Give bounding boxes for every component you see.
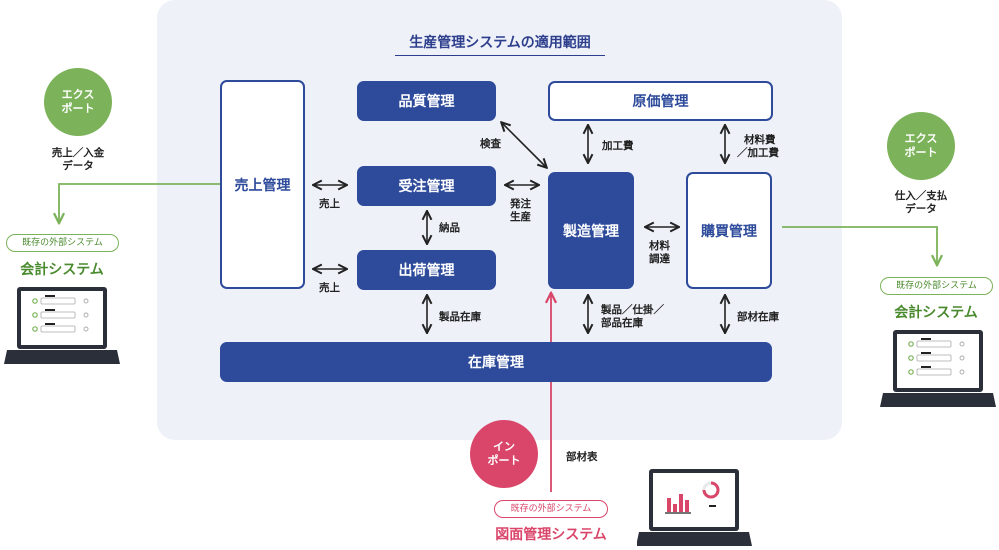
laptop-icon-left (4, 287, 120, 364)
left-export-data-line2: データ (62, 160, 94, 172)
right-existing-tag: 既存の外部システム (880, 277, 993, 295)
module-shipping: 出荷管理 (357, 250, 496, 290)
arrow-quality-manufacturing (502, 123, 546, 167)
label-order: 発注 (510, 198, 531, 210)
module-purchasing: 購買管理 (686, 172, 772, 289)
left-export-data-line1: 売上／入金 (51, 147, 105, 159)
label-parts-stock: 部品在庫 (601, 317, 643, 329)
label-inspection: 検査 (480, 138, 501, 150)
label-material-procurement: 材料 調達 (649, 240, 670, 266)
right-export-data-line1: 仕入／支払 (894, 190, 948, 202)
left-export-line (59, 183, 220, 222)
left-export-data: 売上／入金 データ (43, 147, 113, 173)
label-bom: 部材表 (566, 451, 598, 463)
label-product-wip: 製品／仕掛／ (601, 304, 664, 316)
import-badge-line1: イン (493, 440, 515, 453)
bottom-system-name: 図面管理システム (495, 527, 607, 543)
export-badge-left-line1: エクス (61, 88, 95, 101)
label-material-cost-line2: ／加工費 (737, 147, 779, 159)
right-system-name: 会計システム (894, 305, 978, 321)
label-material-cost-line1: 材料費 (744, 134, 776, 146)
right-export-data-line2: データ (905, 203, 937, 215)
left-existing-tag: 既存の外部システム (6, 234, 119, 252)
module-orders: 受注管理 (357, 166, 496, 206)
module-sales: 売上管理 (220, 80, 305, 289)
export-badge-right-line2: ポート (904, 146, 938, 159)
label-material: 材料 (649, 240, 670, 252)
label-procurement: 調達 (649, 253, 670, 265)
label-delivery: 納品 (439, 222, 460, 234)
export-badge-left: エクスポート (44, 68, 112, 136)
left-system-name: 会計システム (20, 262, 104, 278)
label-product-wip-parts: 製品／仕掛／ 部品在庫 (601, 304, 664, 330)
module-manufacturing: 製造管理 (548, 172, 634, 289)
diagram-title: 生産管理システムの適用範囲 (395, 32, 605, 56)
label-material-cost: 材料費 ／加工費 (737, 134, 779, 160)
label-sales-1: 売上 (319, 198, 340, 210)
label-processing-cost: 加工費 (602, 140, 634, 152)
module-quality: 品質管理 (357, 81, 496, 121)
label-material-stock: 部材在庫 (737, 311, 779, 323)
label-order-production: 発注 生産 (510, 198, 531, 224)
right-export-data: 仕入／支払 データ (886, 190, 956, 216)
export-badge-right-line1: エクス (904, 132, 938, 145)
label-production: 生産 (510, 211, 531, 223)
export-badge-left-line2: ポート (61, 102, 95, 115)
module-inventory: 在庫管理 (220, 342, 772, 382)
import-badge: インポート (470, 420, 538, 488)
laptop-icon-right (880, 330, 996, 407)
right-export-line (782, 226, 937, 264)
label-product-stock: 製品在庫 (439, 311, 481, 323)
import-badge-line2: ポート (487, 454, 521, 467)
module-cost: 原価管理 (548, 81, 773, 121)
laptop-icon-bottom (637, 469, 752, 546)
bottom-existing-tag: 既存の外部システム (494, 500, 608, 518)
export-badge-right: エクスポート (887, 112, 955, 180)
label-sales-2: 売上 (319, 282, 340, 294)
